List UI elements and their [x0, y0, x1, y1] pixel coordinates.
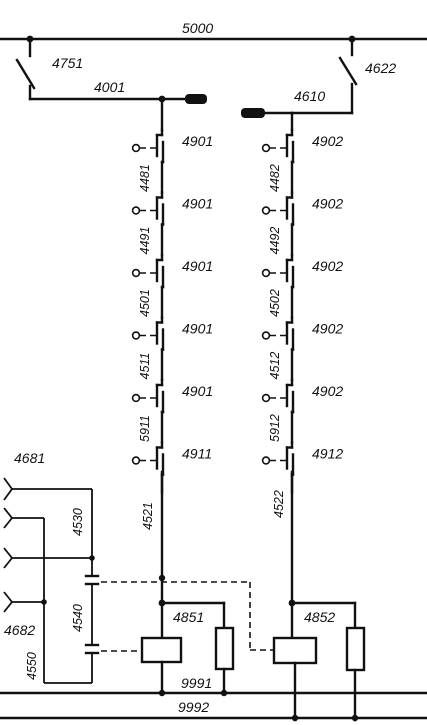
left-contact-label: 4901 [182, 133, 213, 149]
left-contact: 4901 5911 [131, 378, 213, 444]
right-contact: 4902 5912 [261, 378, 343, 444]
right-contact-label: 4902 [312, 258, 343, 274]
right-contact: 4902 4482 [261, 128, 343, 194]
ext-wire-4550-label: 4550 [25, 652, 39, 680]
left-contact-label: 4911 [182, 446, 212, 462]
left-contact: 4901 4511 [131, 316, 213, 382]
right-contact: 4902 4502 [261, 253, 343, 319]
bottom-bus-9991-label: 9991 [181, 675, 212, 691]
bottom-bus-9992: 9992 [0, 699, 427, 722]
left-contact-label: 4901 [182, 383, 213, 399]
left-contact: 4901 4491 [131, 191, 213, 257]
right-contact: 4902 4512 [261, 316, 343, 382]
left-contact-chain: 4901 4481 4901 4491 4901 4501 4901 4511 4901 5911… [131, 97, 213, 494]
left-contact: 4901 4501 [131, 253, 213, 319]
left-link-label: 4511 [138, 353, 152, 380]
right-link-label: 4512 [268, 352, 282, 380]
connector-bottom-label: 4682 [4, 622, 35, 638]
left-contact: 4911 [131, 441, 212, 494]
bottom-bus-9991: 9991 [0, 675, 427, 697]
left-contact-label: 4901 [182, 258, 213, 274]
left-chain-lower-label: 4521 [141, 502, 155, 530]
bottom-bus-9992-label: 9992 [178, 699, 209, 715]
right-contact: 4912 [261, 441, 343, 494]
left-main-switch: 4751 4001 [15, 37, 164, 101]
right-contact-label: 4902 [312, 383, 343, 399]
left-feed-label: 4001 [94, 79, 125, 95]
right-contact: 4902 4492 [261, 191, 343, 257]
left-contact-label: 4901 [182, 196, 213, 212]
left-link-label: 5911 [138, 415, 152, 442]
left-external-circuit: 4681 4682 4530 4540 4550 [3, 450, 100, 684]
right-chain-lower-label: 4522 [272, 490, 286, 518]
left-relay-label: 4851 [173, 609, 204, 625]
right-main-switch: 4622 4610 [290, 37, 396, 115]
left-link-label: 4481 [138, 164, 152, 192]
right-lower-wire: 4522 [272, 470, 294, 639]
left-contact-label: 4901 [182, 321, 213, 337]
ext-wire-4540-label: 4540 [71, 604, 85, 632]
right-main-switch-label: 4622 [365, 60, 396, 76]
left-link-label: 4501 [138, 289, 152, 317]
left-main-switch-label: 4751 [52, 55, 83, 71]
right-feed-label: 4610 [294, 88, 325, 104]
right-link-label: 4502 [268, 289, 282, 317]
left-plug-connector [158, 94, 207, 104]
right-relay: 4852 [272, 599, 366, 722]
left-link-label: 4491 [138, 227, 152, 255]
right-link-label: 4482 [268, 164, 282, 192]
right-plug-connector [241, 108, 294, 118]
left-lower-wire: 4521 [141, 470, 164, 639]
right-contact-label: 4902 [312, 196, 343, 212]
right-contact-label: 4902 [312, 133, 343, 149]
right-relay-label: 4852 [304, 609, 335, 625]
right-contact-chain: 4902 4482 4902 4492 4902 4502 4902 4512 4902 5912… [261, 111, 343, 494]
top-bus: 5000 [0, 20, 427, 43]
right-contact-label: 4912 [312, 446, 343, 462]
left-relay: 4851 [140, 574, 235, 695]
right-link-label: 4492 [268, 227, 282, 255]
ext-wire-4530-label: 4530 [71, 508, 85, 536]
mechanical-linkage [101, 581, 274, 652]
right-contact-label: 4902 [312, 321, 343, 337]
connector-top-label: 4681 [14, 450, 45, 466]
left-contact: 4901 4481 [131, 128, 213, 194]
top-bus-label: 5000 [182, 20, 213, 36]
right-link-label: 5912 [268, 414, 282, 442]
